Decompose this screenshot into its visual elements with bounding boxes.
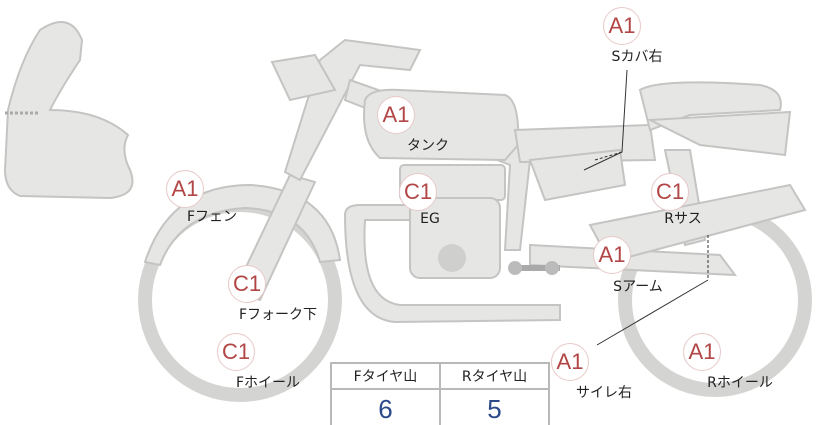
label-f-fender: Fフェン: [186, 209, 238, 225]
grade-badge-s-cover-right: A1: [603, 7, 641, 45]
label-s-cover-right: Sカバ右: [611, 49, 663, 65]
grade-badge-r-suspension: C1: [651, 173, 689, 211]
grade-badge-swing-arm: A1: [593, 236, 631, 274]
grade-badge-engine: C1: [399, 173, 437, 211]
front-tread-header: Fタイヤ山: [330, 362, 441, 390]
front-tread-value: 6: [330, 388, 441, 425]
tire-tread-table: Fタイヤ山 Rタイヤ山 6 5: [330, 362, 550, 425]
rear-tread-header: Rタイヤ山: [439, 362, 550, 390]
grade-badge-f-wheel: C1: [217, 333, 255, 371]
label-tank: タンク: [407, 138, 449, 154]
label-silencer-right: サイレ右: [576, 385, 632, 401]
grade-badge-f-fender: A1: [166, 170, 204, 208]
label-f-wheel: Fホイール: [235, 375, 301, 391]
grade-badge-silencer-right: A1: [551, 343, 589, 381]
label-swing-arm: Sアーム: [613, 279, 663, 295]
label-r-suspension: Rサス: [664, 211, 702, 227]
rear-tread-value: 5: [439, 388, 550, 425]
label-engine: EG: [420, 211, 440, 227]
label-f-fork-lower: Fフォーク下: [238, 307, 318, 323]
label-r-wheel: Rホイール: [707, 375, 773, 391]
grade-badge-r-wheel: A1: [683, 333, 721, 371]
grade-badge-f-fork-lower: C1: [228, 265, 266, 303]
grade-badge-tank: A1: [377, 96, 415, 134]
